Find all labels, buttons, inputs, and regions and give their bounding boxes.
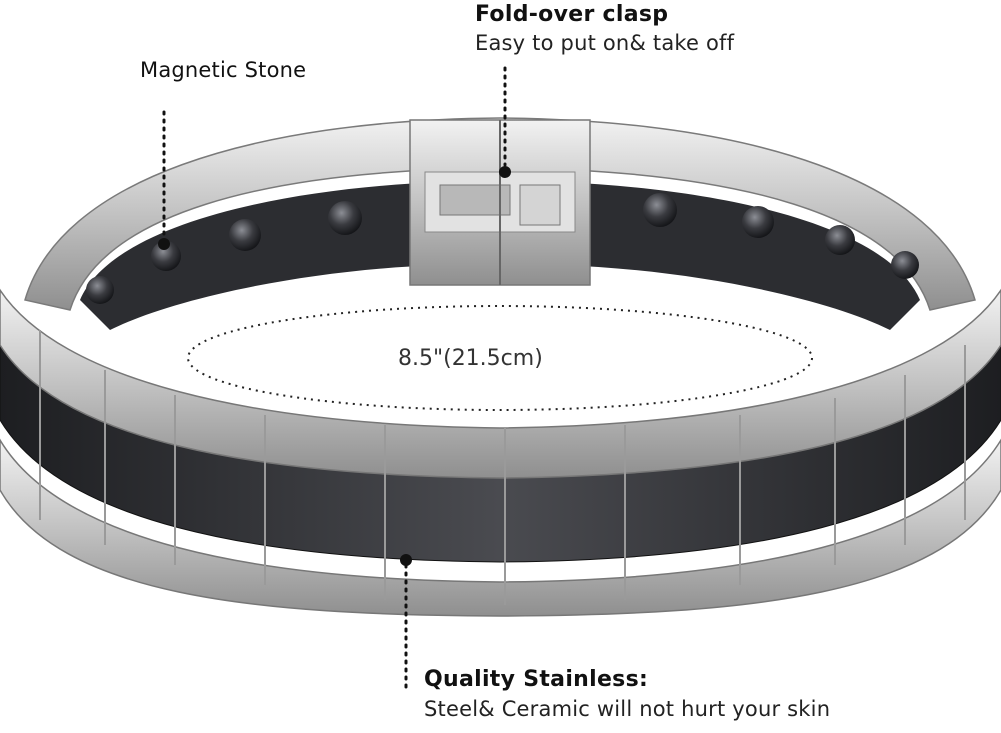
fold-over-clasp xyxy=(409,119,591,286)
bracelet-front-band xyxy=(0,288,1001,617)
magnetic-stones xyxy=(86,193,919,304)
material-title: Quality Stainless: xyxy=(424,667,649,692)
magnetic-stone-label: Magnetic Stone xyxy=(140,58,307,82)
clasp-title: Fold-over clasp xyxy=(475,2,669,27)
material-subtitle: Steel& Ceramic will not hurt your skin xyxy=(424,697,831,721)
callout-leaders xyxy=(162,66,507,692)
clasp-subtitle: Easy to put on& take off xyxy=(475,31,735,55)
size-ellipse xyxy=(187,305,813,411)
callout-dots xyxy=(158,166,511,566)
size-label: 8.5"(21.5cm) xyxy=(398,346,543,371)
